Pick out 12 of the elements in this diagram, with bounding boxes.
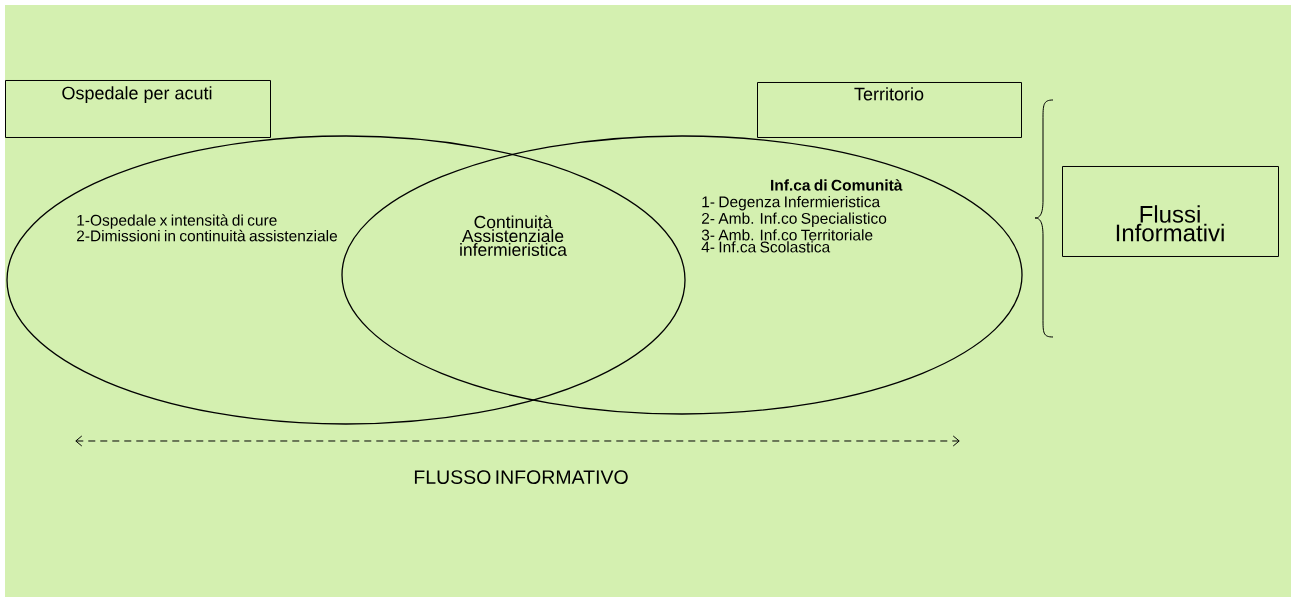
list-item: 3- Amb. Inf.co Territoriale <box>701 229 873 241</box>
list-item: 2-Dimissioni in continuità assistenziale <box>77 229 337 242</box>
title-box: Ospedale per acuti <box>5 80 271 138</box>
flow-label: FLUSSO INFORMATIVO <box>414 470 628 484</box>
list-heading: Inf.ca di Comunità <box>771 179 903 191</box>
list-item: 2- Amb. Inf.co Specialistico <box>702 212 887 227</box>
title-box: Flussi Informativi <box>1062 166 1279 257</box>
title-box: Territorio <box>757 82 1022 138</box>
list-item: 1-Ospedale x intensità di cure <box>77 214 277 229</box>
list-item: 4- Inf.ca Scolastica <box>701 241 831 253</box>
list-item: 1- Degenza Infermieristica <box>702 195 881 211</box>
overlap-text: Continuità Assistenziale infermieristica <box>460 215 567 256</box>
